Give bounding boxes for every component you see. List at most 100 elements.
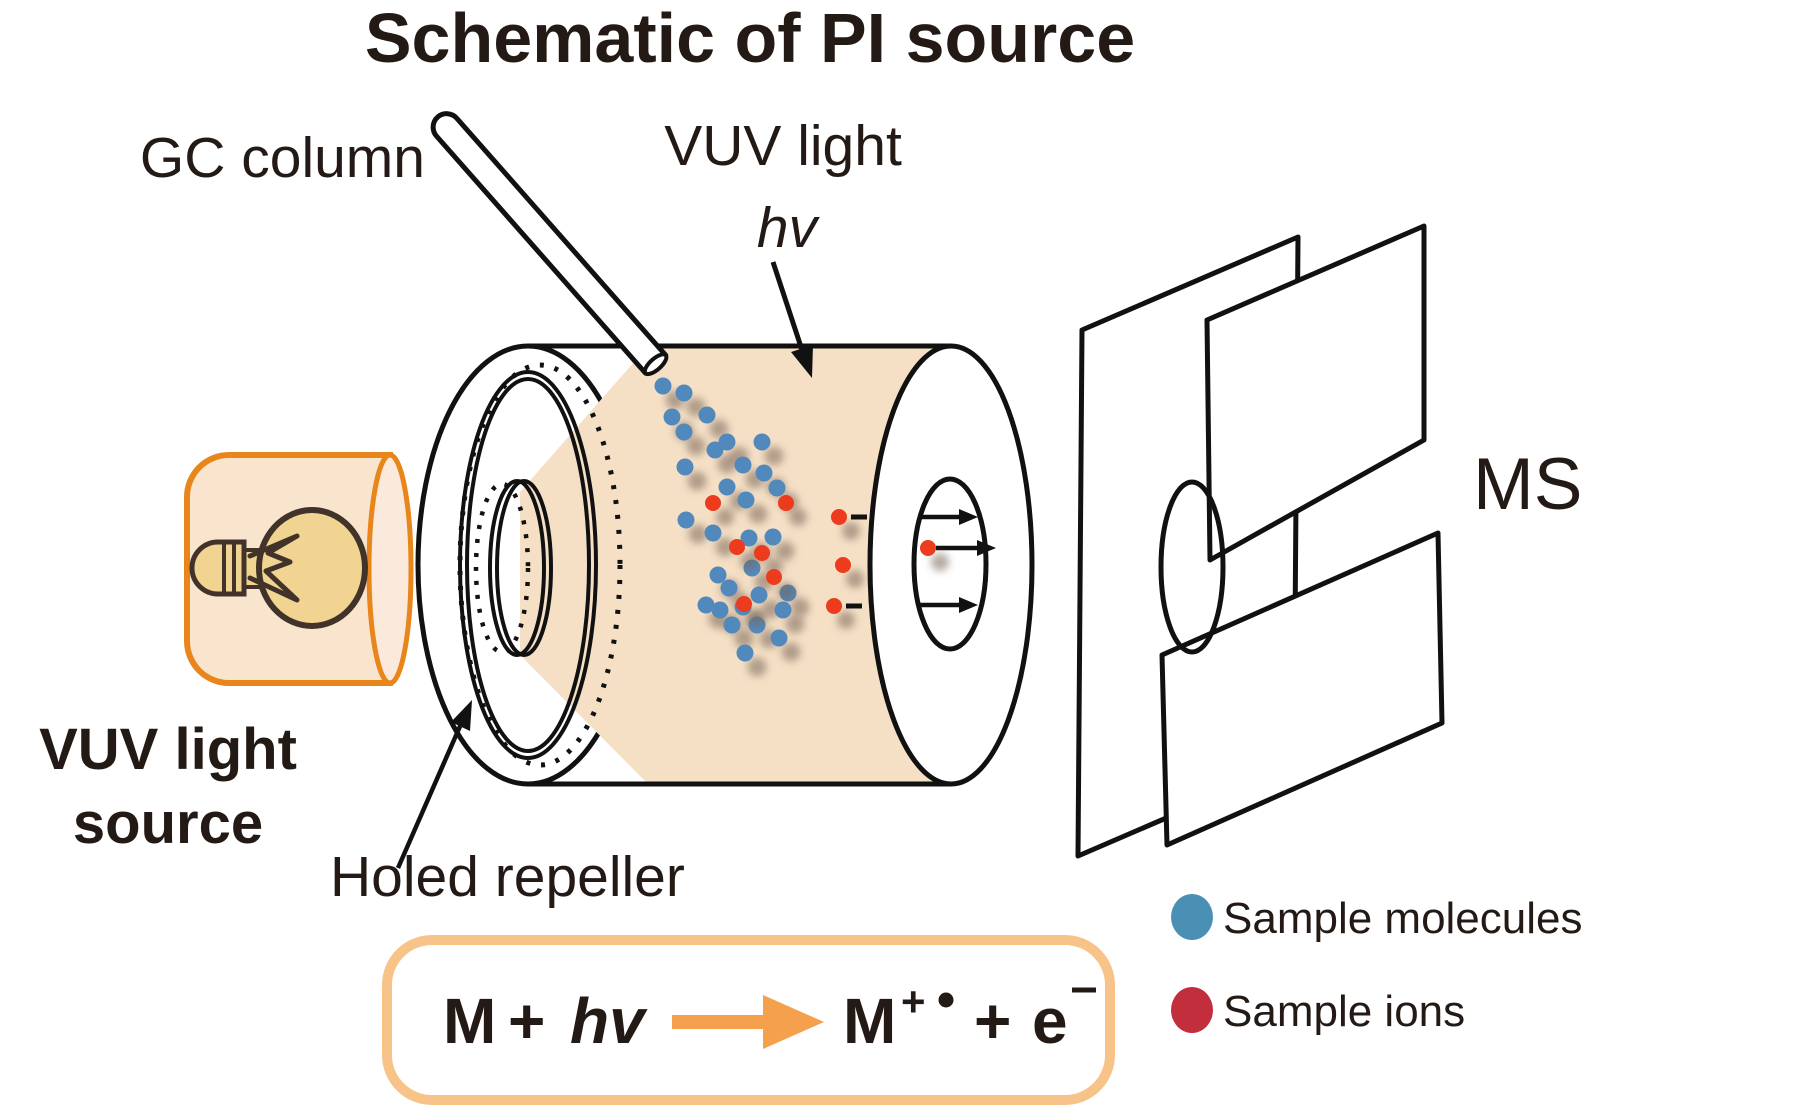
sample-molecule-dot bbox=[723, 616, 741, 634]
ms-label: MS bbox=[1473, 444, 1583, 525]
sample-molecule-dot bbox=[774, 601, 792, 619]
sample-molecule-dot-shadow bbox=[790, 597, 810, 617]
sample-molecule-dot bbox=[677, 511, 695, 529]
particle-cloud bbox=[654, 377, 867, 677]
sample-molecule-dot bbox=[734, 456, 752, 474]
formula-arrow-icon bbox=[672, 995, 824, 1049]
repeller-hole-front bbox=[495, 479, 553, 657]
sample-molecule-dot bbox=[750, 586, 768, 604]
gc-column-opening bbox=[642, 352, 669, 377]
holed-repeller-leader-arrow bbox=[395, 700, 472, 869]
sample-molecule-dot-shadow bbox=[781, 642, 801, 662]
sample-ion-dot bbox=[778, 495, 794, 511]
repeller-hole-back bbox=[488, 479, 546, 657]
sample-molecule-dot bbox=[704, 524, 722, 542]
light-bulb-icon bbox=[189, 507, 368, 629]
vuv-light-arrow bbox=[770, 261, 813, 378]
sample-molecule-dot bbox=[698, 406, 716, 424]
sample-molecule-dot bbox=[764, 528, 782, 546]
sample-ion-dot bbox=[729, 539, 745, 555]
chamber-right-cap bbox=[867, 343, 1035, 787]
exit-arrowhead bbox=[959, 597, 978, 613]
sample-molecule-dot bbox=[697, 596, 715, 614]
sample-molecule-dot bbox=[654, 377, 672, 395]
light-source-end-cap bbox=[366, 452, 414, 686]
holed-repeller-label: Holed repeller bbox=[330, 845, 685, 909]
legend-molecule-label: Sample molecules bbox=[1223, 894, 1583, 943]
sample-molecule-dot bbox=[675, 384, 693, 402]
formula-radical-dot bbox=[938, 992, 954, 1008]
drifting-ion-dot bbox=[831, 509, 847, 525]
chamber-rim-outer bbox=[458, 370, 598, 760]
ionization-chamber bbox=[415, 343, 960, 787]
formula-electron: e bbox=[1032, 985, 1068, 1057]
sample-molecule-dot bbox=[755, 464, 773, 482]
sample-molecule-dot bbox=[676, 458, 694, 476]
repeller-hole-dotted bbox=[473, 481, 531, 655]
ms-lower-plate bbox=[1159, 530, 1445, 848]
sample-molecule-dot bbox=[711, 601, 729, 619]
vuv-light-label: VUV light bbox=[664, 114, 902, 178]
formula-plus2: + bbox=[974, 985, 1011, 1057]
sample-molecule-dot bbox=[709, 566, 727, 584]
sample-molecule-dot bbox=[718, 433, 736, 451]
sample-molecule-dot bbox=[720, 579, 738, 597]
vuv-light-source bbox=[184, 452, 414, 686]
formula-reactant: M bbox=[443, 985, 496, 1057]
sample-molecule-dot-shadow bbox=[709, 419, 729, 439]
legend: Sample molecules Sample ions bbox=[1171, 894, 1583, 1036]
sample-molecule-dot-shadow bbox=[686, 436, 706, 456]
chamber-rim-inner bbox=[465, 377, 591, 753]
sample-molecule-dot bbox=[740, 529, 758, 547]
sample-ion-dot bbox=[705, 495, 721, 511]
drifting-ion-dot-shadow bbox=[837, 611, 855, 629]
sample-molecule-dot bbox=[770, 629, 788, 647]
sample-molecule-dot-shadow bbox=[785, 614, 805, 634]
sample-molecule-dot bbox=[736, 644, 754, 662]
page-title: Schematic of PI source bbox=[365, 0, 1135, 77]
drifting-ion-dot bbox=[835, 557, 851, 573]
exit-arrowhead bbox=[977, 540, 996, 556]
drifting-ion-dot-shadow bbox=[842, 522, 860, 540]
reaction-formula-box: M + hv M + + e bbox=[382, 935, 1115, 1105]
sample-molecule-dot bbox=[737, 491, 755, 509]
sample-ion-dot bbox=[754, 545, 770, 561]
sample-molecule-dot-shadow bbox=[715, 537, 735, 557]
sample-ion-dot bbox=[736, 596, 752, 612]
sample-molecule-dot bbox=[753, 433, 771, 451]
exiting-ion-dot bbox=[920, 540, 936, 556]
exiting-ion-dot-shadow bbox=[931, 553, 949, 571]
ms-electrodes bbox=[1075, 223, 1445, 859]
formula-photon: hv bbox=[570, 985, 648, 1057]
formula-product: M bbox=[843, 985, 896, 1057]
sample-molecule-dot bbox=[718, 478, 736, 496]
sample-molecule-dot-shadow bbox=[764, 446, 784, 466]
sample-molecule-dot-shadow bbox=[688, 524, 708, 544]
sample-molecule-dot-shadow bbox=[748, 504, 768, 524]
legend-ion-label: Sample ions bbox=[1223, 987, 1465, 1036]
sample-ion-dot bbox=[766, 569, 782, 585]
sample-ion-dot-shadow bbox=[716, 508, 734, 526]
legend-molecule-dot bbox=[1171, 894, 1213, 940]
bulb-filament bbox=[247, 533, 300, 603]
drifting-ion-dot-shadow bbox=[846, 570, 864, 588]
exit-aperture bbox=[911, 476, 989, 652]
sample-ion-dot-shadow bbox=[747, 609, 765, 627]
sample-molecule-dot-shadow bbox=[734, 629, 754, 649]
sample-molecule-dot-shadow bbox=[717, 454, 737, 474]
exit-ion-beam bbox=[918, 509, 996, 613]
ms-upper-plate bbox=[1204, 223, 1427, 563]
vuv-source-label-line1: VUV light bbox=[39, 717, 297, 782]
sample-molecule-dot bbox=[663, 408, 681, 426]
ms-plate-hole bbox=[1158, 479, 1226, 655]
sample-molecule-dot bbox=[768, 479, 786, 497]
sample-ion-dot-shadow bbox=[777, 582, 795, 600]
sample-ion-dot-shadow bbox=[740, 552, 758, 570]
holed-repeller-plate bbox=[457, 362, 623, 768]
gc-column-tube bbox=[430, 111, 669, 377]
sample-ion-dot-shadow bbox=[789, 508, 807, 526]
sample-molecule-dot bbox=[675, 423, 693, 441]
formula-product-charge: + bbox=[901, 978, 926, 1025]
photon-hv-label: hv bbox=[757, 196, 821, 260]
